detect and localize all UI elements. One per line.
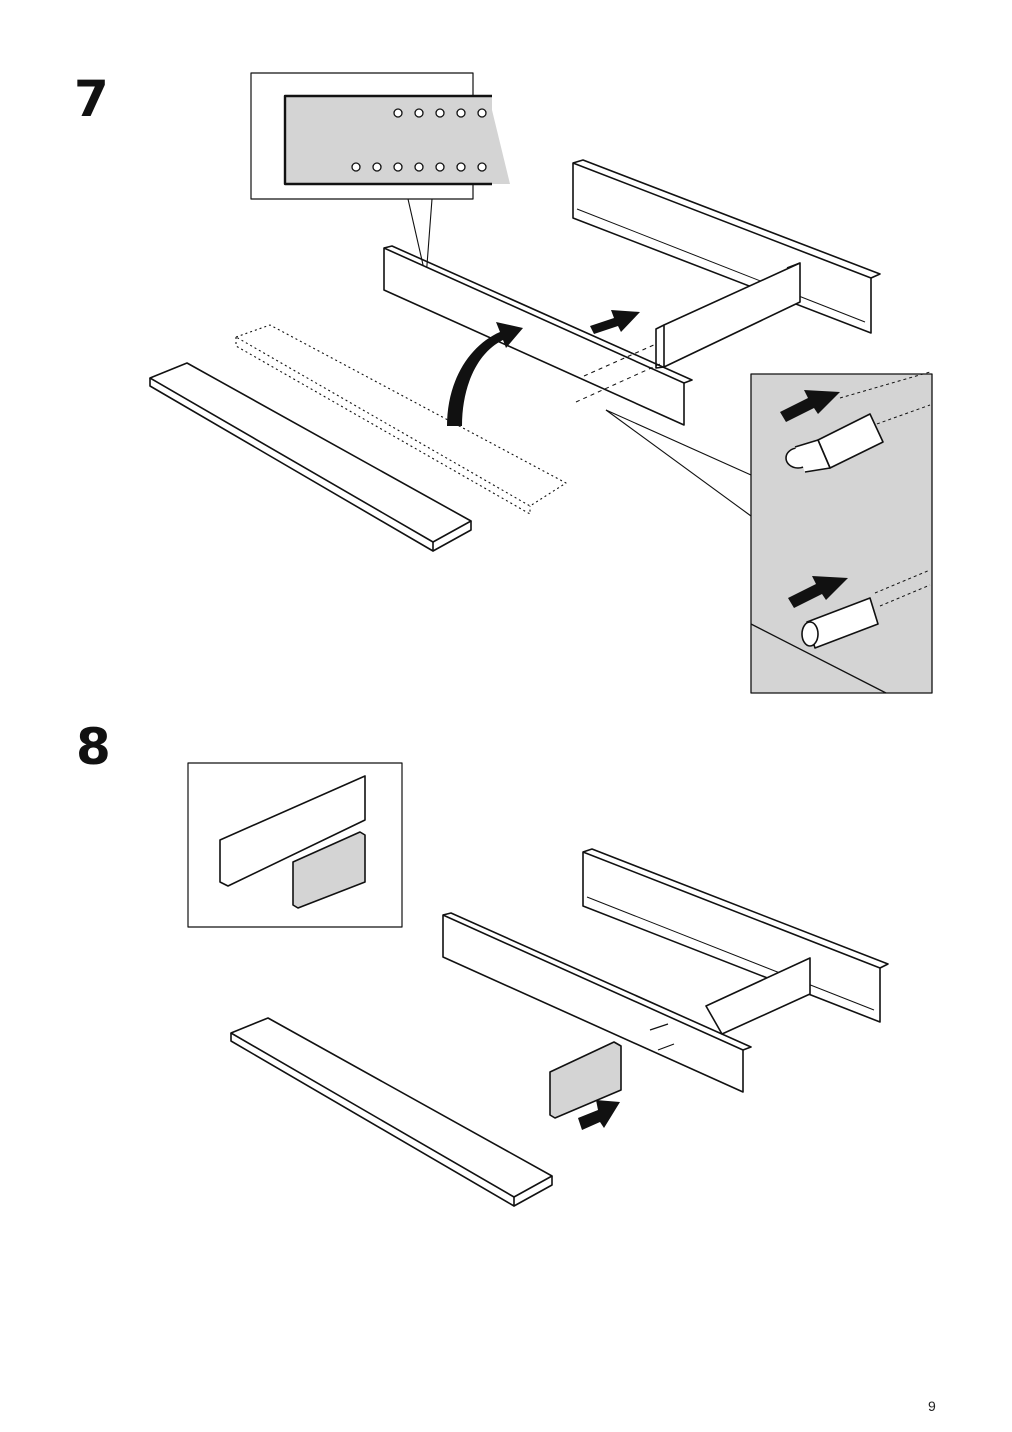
step-7-arrows bbox=[447, 310, 848, 608]
ghost-rail-outline bbox=[235, 324, 567, 507]
dowel-insert-detail bbox=[750, 371, 933, 694]
step-7-number: 7 bbox=[74, 70, 109, 128]
page-number: 9 bbox=[928, 1398, 936, 1414]
bottom-rail bbox=[149, 362, 472, 552]
back-frame bbox=[572, 159, 881, 369]
rail-hole-pattern-detail bbox=[250, 72, 510, 279]
rail-raised bbox=[383, 245, 693, 426]
step-8-arrow bbox=[578, 1100, 620, 1130]
step-8-number: 8 bbox=[76, 718, 111, 776]
block-orientation-detail bbox=[187, 762, 403, 928]
dowel-guide-lines bbox=[575, 343, 661, 403]
step-7-illustration bbox=[149, 72, 933, 694]
